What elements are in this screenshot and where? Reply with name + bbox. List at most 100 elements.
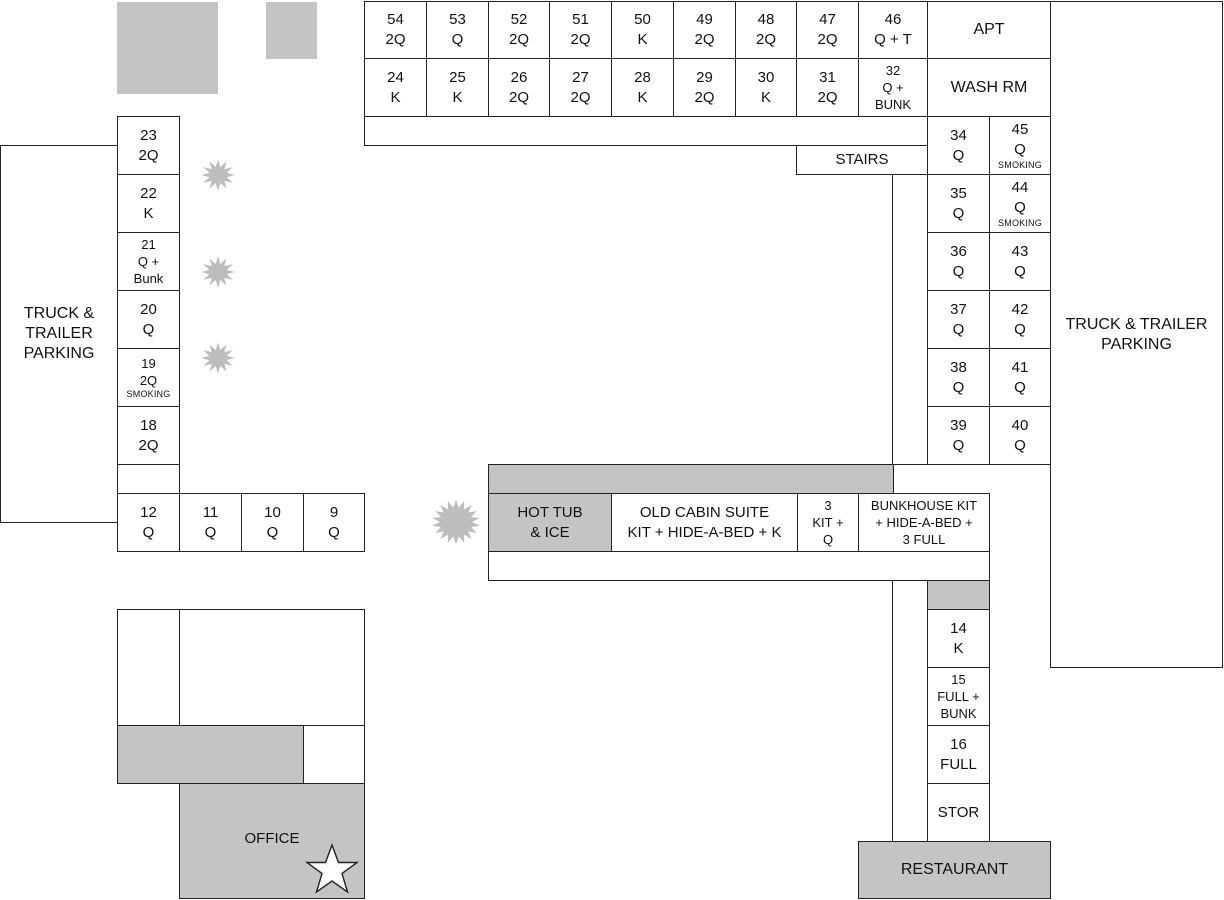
room-21[interactable]: 21 Q + Bunk: [117, 232, 180, 291]
room-14[interactable]: 14 K: [927, 609, 990, 668]
room-number: 20: [140, 300, 157, 318]
room-39[interactable]: 39 Q: [927, 406, 990, 465]
starburst-icon: [201, 342, 235, 374]
room-54[interactable]: 54 2Q: [364, 1, 427, 59]
gray-block-small: [266, 2, 317, 59]
room-44[interactable]: 44 Q SMOKING: [989, 174, 1051, 233]
room-34[interactable]: 34 Q: [927, 116, 990, 175]
room-type: Q: [952, 146, 965, 164]
room-19[interactable]: 19 2Q SMOKING: [117, 348, 180, 407]
room-37[interactable]: 37 Q: [927, 290, 990, 349]
smoking-note: SMOKING: [998, 218, 1042, 228]
room-16[interactable]: 16 FULL: [927, 725, 990, 784]
room-type: Q: [952, 320, 965, 338]
room-23[interactable]: 23 2Q: [117, 116, 180, 175]
stairs[interactable]: STAIRS: [796, 145, 928, 175]
room-32[interactable]: 32 Q + BUNK: [858, 58, 928, 117]
room-type: 2Q: [570, 88, 591, 106]
room-number: 24: [387, 68, 404, 86]
room-45[interactable]: 45 Q SMOKING: [989, 116, 1051, 175]
room-type: 2Q: [570, 31, 591, 48]
room-type: Q: [142, 320, 155, 338]
room-28[interactable]: 28 K: [611, 58, 674, 117]
parking-label-line: TRUCK & TRAILER: [1065, 315, 1208, 333]
room-3-line: 3: [824, 498, 832, 513]
room-number: 25: [449, 68, 466, 86]
room-number: 22: [140, 184, 157, 202]
room-number: 12: [140, 503, 157, 521]
starburst-shape: [201, 342, 235, 374]
restaurant-label: RESTAURANT: [900, 861, 1009, 878]
room-number: 53: [449, 11, 466, 28]
room-52[interactable]: 52 2Q: [488, 1, 550, 59]
room-11[interactable]: 11 Q: [179, 493, 242, 552]
room-22[interactable]: 22 K: [117, 174, 180, 233]
bunkhouse-line: 3 FULL: [902, 532, 946, 547]
room-number: 29: [696, 68, 713, 86]
old-cabin-suite[interactable]: OLD CABIN SUITE KIT + HIDE-A-BED + K: [611, 493, 798, 552]
room-20[interactable]: 20 Q: [117, 290, 180, 349]
room-3[interactable]: 3 KIT + Q: [797, 493, 859, 552]
room-10[interactable]: 10 Q: [241, 493, 304, 552]
connector-line-lower: [892, 580, 893, 842]
room-15[interactable]: 15 FULL + BUNK: [927, 667, 990, 726]
room-12[interactable]: 12 Q: [117, 493, 180, 552]
room-36[interactable]: 36 Q: [927, 232, 990, 291]
starburst-icon: [432, 499, 480, 545]
room-30[interactable]: 30 K: [735, 58, 797, 117]
room-40[interactable]: 40 Q: [989, 406, 1051, 465]
room-27[interactable]: 27 2Q: [549, 58, 612, 117]
room-26[interactable]: 26 2Q: [488, 58, 550, 117]
hot-tub-ice[interactable]: HOT TUB & ICE: [488, 493, 612, 552]
bunkhouse[interactable]: BUNKHOUSE KIT + HIDE-A-BED + 3 FULL: [858, 493, 990, 552]
room-18[interactable]: 18 2Q: [117, 406, 180, 465]
room-51[interactable]: 51 2Q: [549, 1, 612, 59]
room-38[interactable]: 38 Q: [927, 348, 990, 407]
room-47[interactable]: 47 2Q: [796, 1, 859, 59]
apt[interactable]: APT: [927, 1, 1051, 59]
truck-trailer-parking-right[interactable]: TRUCK & TRAILER PARKING: [1050, 1, 1223, 668]
room-35[interactable]: 35 Q: [927, 174, 990, 233]
room-number: 47: [819, 11, 836, 28]
room-type: 2Q: [508, 88, 529, 106]
room-25[interactable]: 25 K: [426, 58, 489, 117]
starburst-shape: [432, 499, 480, 545]
parking-label-line: PARKING: [23, 345, 95, 362]
room-49[interactable]: 49 2Q: [673, 1, 736, 59]
room-number: 26: [510, 68, 528, 86]
office-building-cell-a: [117, 609, 180, 726]
room-number: 45: [1011, 121, 1029, 138]
parking-label-line: TRAILER: [25, 325, 93, 342]
starburst-icon: [201, 256, 235, 288]
room-9[interactable]: 9 Q: [303, 493, 365, 552]
room-50[interactable]: 50 K: [611, 1, 674, 59]
wash-room[interactable]: WASH RM: [927, 58, 1051, 117]
truck-trailer-parking-left[interactable]: TRUCK & TRAILER PARKING: [0, 145, 118, 523]
room-46[interactable]: 46 Q + T: [858, 1, 928, 59]
room-24[interactable]: 24 K: [364, 58, 427, 117]
room-29[interactable]: 29 2Q: [673, 58, 736, 117]
room-43[interactable]: 43 Q: [989, 232, 1051, 291]
room-number: 15: [951, 672, 966, 687]
room-31[interactable]: 31 2Q: [796, 58, 859, 117]
room-number: 54: [387, 11, 404, 28]
room-48[interactable]: 48 2Q: [735, 1, 797, 59]
room-type: K: [452, 88, 463, 106]
room-number: 19: [141, 356, 156, 371]
room-42[interactable]: 42 Q: [989, 290, 1051, 349]
room-number: 46: [884, 11, 902, 28]
room-number: 44: [1011, 179, 1029, 196]
room-number: 31: [819, 68, 836, 86]
connector-line-upper: [892, 174, 893, 465]
starburst-icon: [201, 159, 235, 191]
room-number: 37: [950, 300, 967, 318]
room-number: 38: [950, 358, 967, 376]
room-53[interactable]: 53 Q: [426, 1, 489, 59]
bunkhouse-line: BUNKHOUSE KIT: [870, 498, 978, 513]
room-type: 2Q: [694, 88, 715, 106]
room-number: 30: [757, 68, 775, 86]
room-41[interactable]: 41 Q: [989, 348, 1051, 407]
restaurant[interactable]: RESTAURANT: [858, 841, 1051, 899]
office[interactable]: OFFICE: [179, 783, 365, 899]
storage-room[interactable]: STOR: [927, 783, 990, 842]
